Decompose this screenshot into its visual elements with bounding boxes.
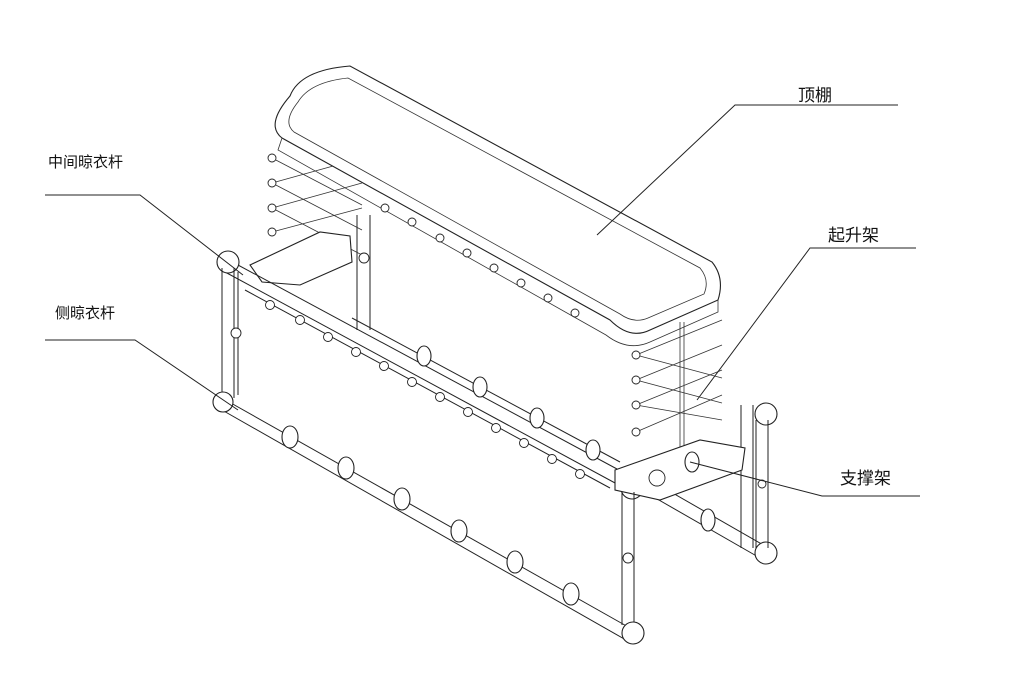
label-side-drying-rod: 侧晾衣杆 <box>55 304 115 322</box>
top-canopy <box>274 65 721 347</box>
front-lifting-frame <box>631 319 723 448</box>
front-left-legs <box>221 268 635 625</box>
label-support-frame: 支撑架 <box>840 469 891 489</box>
middle-rod-hooks <box>416 345 601 461</box>
back-lifting-frame <box>249 153 363 286</box>
side-rod-hooks <box>281 425 580 606</box>
callout-lines <box>45 104 920 497</box>
label-middle-drying-rod: 中间晾衣杆 <box>48 153 123 171</box>
label-top-canopy: 顶棚 <box>798 86 832 106</box>
middle-rod-hole-row <box>265 300 585 479</box>
label-lifting-frame: 起升架 <box>828 226 879 246</box>
canopy-hole-row <box>380 203 580 318</box>
side-drying-rod <box>212 391 645 645</box>
back-posts <box>356 215 754 548</box>
